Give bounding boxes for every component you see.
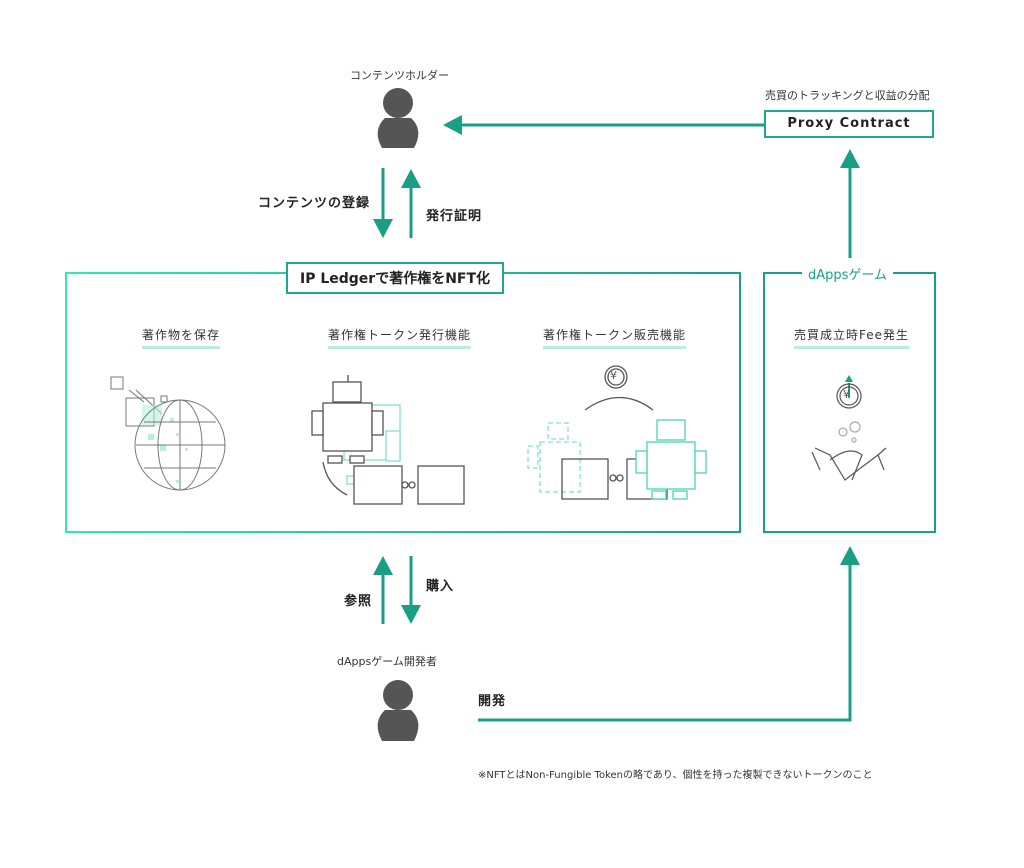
robot-token-sale-icon xyxy=(527,365,707,500)
flow-reference-label: 参照 xyxy=(344,594,373,609)
flow-purchase-label: 購入 xyxy=(426,579,455,594)
flow-certificate-label: 発行証明 xyxy=(426,209,483,224)
dapps-title: dAppsゲーム xyxy=(802,264,894,283)
feature-issue-label: 著作権トークン発行機能 xyxy=(328,326,472,349)
robot-token-issue-icon xyxy=(311,375,465,505)
arrow-reference xyxy=(373,556,393,575)
globe-storage-icon xyxy=(110,376,226,491)
flow-develop-label: 開発 xyxy=(478,694,507,709)
person-icon xyxy=(377,680,419,741)
arrow-certificate xyxy=(401,169,421,188)
ip-ledger-title: IP Ledgerで著作権をNFT化 xyxy=(286,262,505,294)
yen-icon: ¥ xyxy=(843,388,850,401)
arrow-register xyxy=(373,219,393,238)
developer-label: dAppsゲーム開発者 xyxy=(337,655,437,668)
feature-store-label: 著作物を保存 xyxy=(142,326,221,349)
flow-register-label: コンテンツの登録 xyxy=(258,196,371,211)
proxy-caption: 売買のトラッキングと収益の分配 xyxy=(765,89,930,102)
content-holder-label: コンテンツホルダー xyxy=(350,69,449,82)
person-icon xyxy=(377,88,419,148)
dapps-feature-label: 売買成立時Fee発生 xyxy=(794,326,910,349)
feature-sale-label: 著作権トークン販売機能 xyxy=(543,326,687,349)
arrow-to-proxy xyxy=(840,149,860,168)
arrow-purchase xyxy=(401,605,421,624)
footnote: ※NFTとはNon-Fungible Tokenの略であり、個性を持った複製でき… xyxy=(478,770,873,781)
handshake-yen-icon xyxy=(811,375,887,481)
arrow-to-holder xyxy=(443,115,462,135)
proxy-contract-box: Proxy Contract xyxy=(764,110,934,138)
arrow-develop xyxy=(840,546,860,565)
yen-icon: ¥ xyxy=(610,369,617,382)
dapps-frame xyxy=(763,272,936,533)
